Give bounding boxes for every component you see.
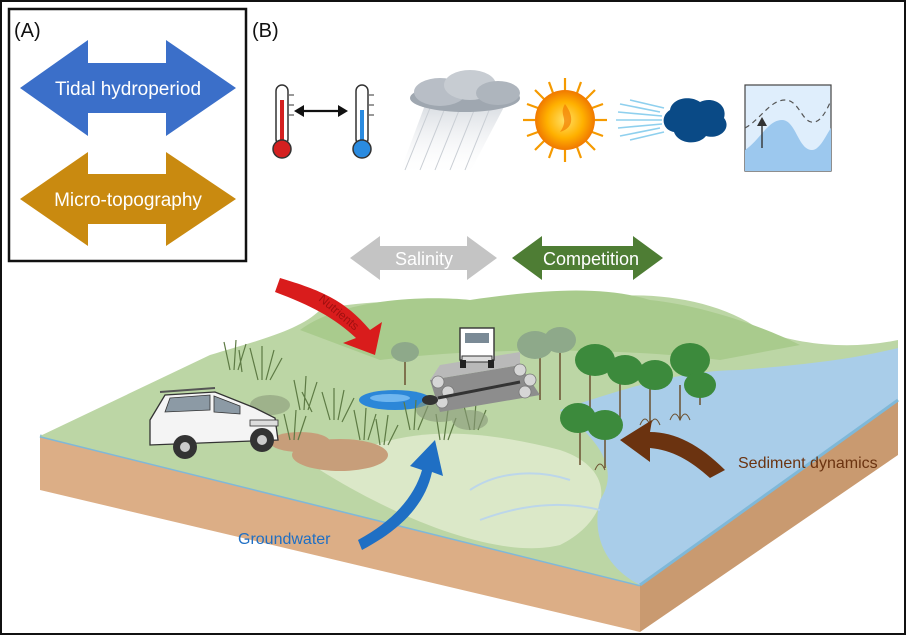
- culvert: [422, 352, 540, 412]
- vehicle-icon: [149, 387, 279, 459]
- micro-topography-label: Micro-topography: [54, 190, 202, 211]
- thermometer-red-icon: [272, 84, 294, 159]
- competition-arrow: Competition: [512, 236, 663, 280]
- sun-icon: [523, 78, 607, 162]
- sea-level-rise-icon: [744, 84, 832, 172]
- sediment-dynamics-arrow: Sediment dynamics: [620, 420, 878, 478]
- double-arrow-icon: [294, 105, 348, 117]
- thermometer-blue-icon: [352, 84, 374, 159]
- panel-a-box: [7, 7, 248, 263]
- competition-label: Competition: [543, 249, 639, 269]
- tidal-hydroperiod-arrow: Tidal hydroperiod: [20, 40, 236, 136]
- salinity-arrow: Salinity: [350, 236, 497, 280]
- sediment-dynamics-label: Sediment dynamics: [738, 455, 878, 472]
- wind-icon: [616, 99, 665, 141]
- panel-a-label: (A): [14, 20, 41, 42]
- tidal-hydroperiod-label: Tidal hydroperiod: [55, 79, 201, 100]
- groundwater-label: Groundwater: [238, 531, 331, 548]
- rain-cloud-icon: [400, 70, 520, 172]
- truck-icon: [459, 327, 495, 368]
- storm-cloud-icon: [663, 98, 727, 143]
- micro-topography-arrow: Micro-topography: [20, 152, 236, 246]
- panel-b-label: (B): [252, 20, 279, 42]
- mangrove-trees: [391, 327, 716, 471]
- groundwater-arrow: Groundwater: [238, 440, 443, 550]
- salinity-label: Salinity: [395, 249, 453, 269]
